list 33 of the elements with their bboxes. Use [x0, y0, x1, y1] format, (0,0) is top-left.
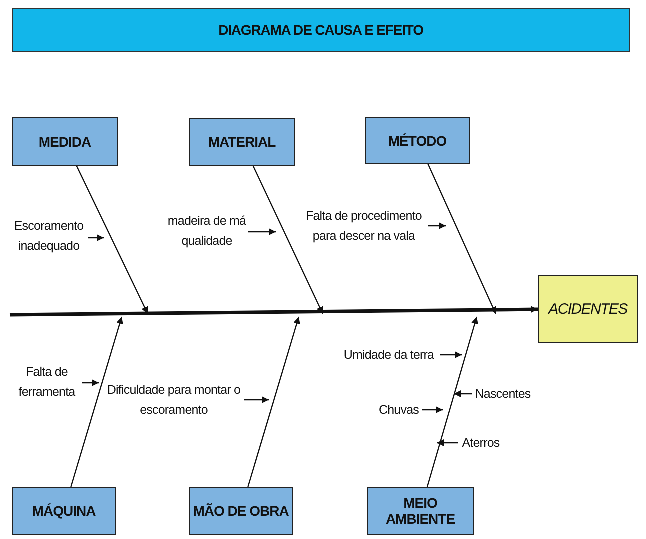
- cause-text: Umidade da terra: [338, 345, 440, 365]
- arrow: [70, 316, 124, 488]
- arrow: [426, 316, 478, 488]
- arrow: [244, 396, 269, 404]
- cause-text: Chuvas: [376, 400, 422, 420]
- arrow: [428, 222, 446, 230]
- arrow: [252, 166, 324, 314]
- arrow: [440, 352, 462, 358]
- arrow: [454, 390, 472, 398]
- category-box: MEIO AMBIENTE: [367, 487, 474, 535]
- cause-text: madeira de má qualidade: [166, 209, 248, 253]
- effect-box: ACIDENTES: [538, 275, 638, 343]
- cause-text: Escoramento inadequado: [10, 214, 88, 258]
- diagram-title: DIAGRAMA DE CAUSA E EFEITO: [12, 8, 630, 52]
- arrow: [82, 380, 99, 386]
- cause-text: Aterros: [458, 433, 504, 453]
- cause-text: Dificuldade para montar o escoramento: [104, 378, 244, 422]
- arrow: [437, 440, 458, 446]
- category-box: MÃO DE OBRA: [189, 487, 293, 535]
- cause-text: Falta de procedimento para descer na vala: [300, 204, 428, 248]
- category-box: MÁQUINA: [12, 487, 116, 535]
- arrow: [76, 166, 149, 314]
- cause-text: Nascentes: [472, 384, 534, 404]
- cause-text: Falta de ferramenta: [12, 360, 82, 404]
- category-box: MÉTODO: [365, 117, 470, 164]
- arrow: [248, 228, 276, 236]
- arrow: [428, 164, 497, 314]
- category-box: MATERIAL: [189, 118, 295, 166]
- arrow: [248, 316, 300, 488]
- arrow: [422, 406, 443, 414]
- arrow: [10, 306, 538, 317]
- category-box: MEDIDA: [12, 117, 118, 166]
- arrow: [88, 234, 104, 242]
